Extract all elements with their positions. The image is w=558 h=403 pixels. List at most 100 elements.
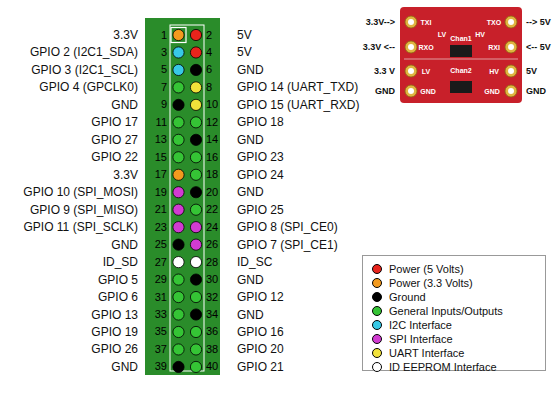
- level-shifter-board: TXILVChan1HVTXORXORXILVHVGNDGNDChan2: [400, 7, 522, 103]
- hole: [408, 44, 414, 50]
- pin: [173, 326, 184, 337]
- pin-name: GND: [237, 133, 264, 147]
- silkscreen-text: RXI: [488, 44, 500, 51]
- hole: [508, 88, 514, 94]
- pin: [173, 187, 184, 198]
- mosfet-chip: [450, 81, 472, 93]
- pin-name: GPIO 27: [91, 133, 138, 147]
- pin: [173, 117, 184, 128]
- pin-name: GPIO 11 (SPI_SCLK): [24, 220, 139, 234]
- pin-number: 15: [155, 152, 167, 163]
- legend-entry: ID EEPROM Interface: [372, 360, 497, 373]
- pin: [190, 169, 201, 180]
- pin-number: 17: [155, 169, 167, 180]
- board-pin-label: GND: [526, 86, 546, 97]
- legend-entry: I2C Interface: [372, 318, 452, 331]
- pin-number: 4: [206, 47, 212, 58]
- pin-name: GPIO 26: [91, 342, 138, 356]
- pin: [190, 274, 201, 285]
- pin: [173, 64, 184, 75]
- legend-swatch: [372, 362, 382, 372]
- pin-number: 3: [161, 47, 167, 58]
- pin-number: 19: [155, 187, 167, 198]
- pin-number: 12: [206, 117, 218, 128]
- pin: [190, 204, 201, 215]
- legend-swatch: [372, 348, 382, 358]
- board-pin-label: --> 5V: [526, 17, 551, 28]
- pin: [173, 204, 184, 215]
- pin-number: 6: [206, 64, 212, 75]
- legend-text: UART Interface: [389, 347, 464, 359]
- pin: [173, 361, 184, 372]
- silkscreen-text: LV: [438, 31, 446, 38]
- pin-number: 24: [206, 222, 218, 233]
- pin: [190, 152, 201, 163]
- legend-entry: General Inputs/Outputs: [372, 304, 503, 317]
- solder-pad: [505, 41, 517, 53]
- board-pin-label: 3.3V <--: [363, 42, 395, 53]
- pin: [173, 344, 184, 355]
- board-pin-label: 3.3V-->: [366, 17, 395, 28]
- pin: [173, 169, 184, 180]
- pin-name: GND: [111, 360, 138, 374]
- silkscreen-text: GND: [484, 88, 500, 95]
- legend-text: SPI Interface: [389, 333, 453, 345]
- pin-name: GPIO 2 (I2C1_SDA): [30, 45, 138, 59]
- pin-number: 9: [161, 99, 167, 110]
- pin-name: GND: [111, 98, 138, 112]
- silkscreen-text: GND: [420, 88, 436, 95]
- pin-number: 39: [155, 361, 167, 372]
- pin-number: 36: [206, 326, 218, 337]
- pin-name: GPIO 13: [91, 308, 138, 322]
- pin: [173, 82, 184, 93]
- legend-text: Ground: [389, 291, 426, 303]
- pin: [190, 64, 201, 75]
- pin-name: ID_SC: [237, 255, 272, 269]
- solder-pad: [505, 16, 517, 28]
- pin: [173, 309, 184, 320]
- pin-name: GND: [237, 273, 264, 287]
- pin-name: GND: [237, 63, 264, 77]
- pin-name: ID_SD: [103, 255, 138, 269]
- pin-name: GND: [111, 238, 138, 252]
- pin-number: 37: [155, 344, 167, 355]
- solder-pad: [405, 65, 417, 77]
- hole: [408, 68, 414, 74]
- pin: [173, 47, 184, 58]
- board-pin-label: GND: [375, 86, 395, 97]
- silkscreen-line: [404, 59, 518, 60]
- pin-name: GPIO 19: [91, 325, 138, 339]
- pin: [173, 222, 184, 233]
- pin-number: 23: [155, 222, 167, 233]
- legend-text: Power (5 Volts): [389, 263, 464, 275]
- hole: [408, 19, 414, 25]
- pin: [190, 187, 201, 198]
- pin-number: 30: [206, 274, 218, 285]
- legend-entry: UART Interface: [372, 346, 464, 359]
- solder-pad: [505, 65, 517, 77]
- pin-number: 16: [206, 152, 218, 163]
- pin-name: GPIO 12: [237, 290, 284, 304]
- pin-name: GPIO 20: [237, 342, 284, 356]
- pin-number: 35: [155, 326, 167, 337]
- pin-number: 20: [206, 187, 218, 198]
- pin-name: GPIO 14 (UART_TXD): [237, 80, 358, 94]
- board-art: [400, 7, 522, 103]
- legend-text: General Inputs/Outputs: [389, 305, 503, 317]
- pin-number: 25: [155, 239, 167, 250]
- pin: [173, 134, 184, 145]
- hole: [408, 88, 414, 94]
- pin: [173, 257, 184, 268]
- pin-name: GPIO 9 (SPI_MISO): [30, 203, 138, 217]
- pin-name: 3.3V: [113, 28, 138, 42]
- pin: [190, 134, 201, 145]
- pin: [173, 99, 184, 110]
- pin-number: 11: [156, 117, 167, 128]
- silkscreen-text: Chan2: [450, 67, 471, 74]
- silkscreen-text: HV: [475, 31, 485, 38]
- gpio-header: 1234567891011121314151617181920212223242…: [145, 18, 220, 375]
- legend-text: I2C Interface: [389, 319, 452, 331]
- hole: [508, 44, 514, 50]
- pin-name: GPIO 18: [237, 115, 284, 129]
